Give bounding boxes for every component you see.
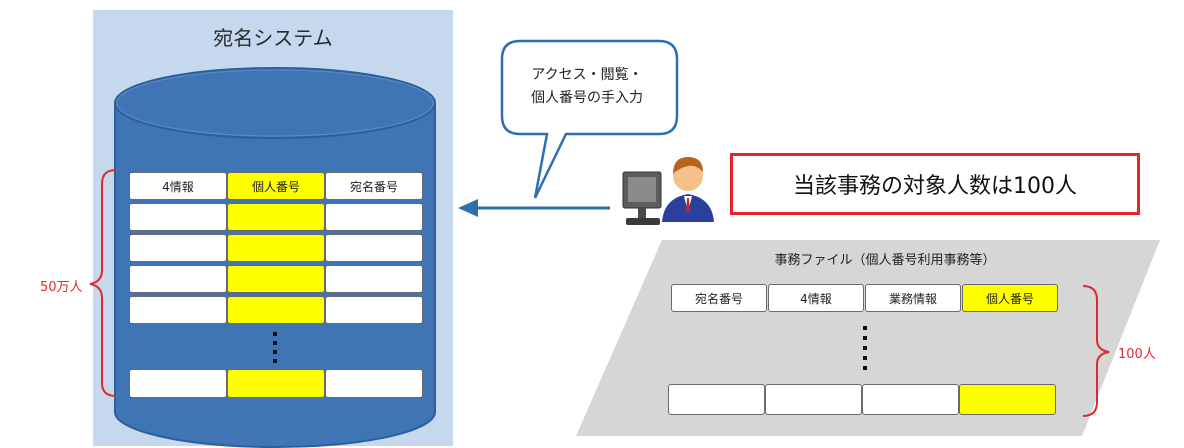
speech-bubble-text: アクセス・閲覧・ 個人番号の手入力: [507, 64, 667, 110]
atena-table-cell: [129, 369, 227, 398]
atena-table-cell: [129, 203, 227, 231]
right-brace: [1082, 285, 1110, 417]
file-header-business-info: 業務情報: [865, 284, 961, 312]
file-table-cell: [668, 384, 765, 415]
atena-table-cell: [325, 369, 423, 398]
left-brace: [89, 169, 117, 397]
file-table-cell: [765, 384, 862, 415]
atena-table-cell: [227, 296, 325, 324]
target-count-callout: 当該事務の対象人数は100人: [730, 153, 1140, 215]
access-arrow: [458, 199, 610, 217]
atena-header-4info: 4情報: [129, 172, 227, 200]
atena-table-cell: [325, 203, 423, 231]
file-count-label: 100人: [1118, 347, 1156, 362]
speech-bubble: [500, 39, 679, 199]
file-table-cell: [959, 384, 1056, 415]
speech-bubble-line-2: 個人番号の手入力: [531, 90, 643, 106]
file-header-mynumber: 個人番号: [962, 284, 1058, 312]
file-header-4info: 4情報: [768, 284, 864, 312]
file-table-cell: [862, 384, 959, 415]
atena-table-cell: [325, 265, 423, 293]
atena-header-atena-number: 宛名番号: [325, 172, 423, 200]
atena-table-cell: [227, 234, 325, 262]
atena-table-cell: [325, 234, 423, 262]
atena-table-cell: [129, 265, 227, 293]
jimu-file-title: 事務ファイル（個人番号利用事務等）: [774, 253, 996, 268]
atena-system-title: 宛名システム: [213, 26, 333, 50]
file-ellipsis-dots: [863, 326, 867, 370]
speech-bubble-line-1: アクセス・閲覧・: [531, 67, 643, 83]
atena-header-mynumber: 個人番号: [227, 172, 325, 200]
cylinder-ellipsis-dots: [273, 332, 277, 363]
atena-table-cell: [227, 265, 325, 293]
atena-table-cell: [129, 296, 227, 324]
file-header-atena-number: 宛名番号: [671, 284, 767, 312]
atena-table-cell: [227, 369, 325, 398]
atena-count-label: 50万人: [40, 280, 83, 295]
atena-table-cell: [325, 296, 423, 324]
user-at-computer-icon: [622, 157, 714, 225]
atena-table-cell: [227, 203, 325, 231]
atena-table-cell: [129, 234, 227, 262]
